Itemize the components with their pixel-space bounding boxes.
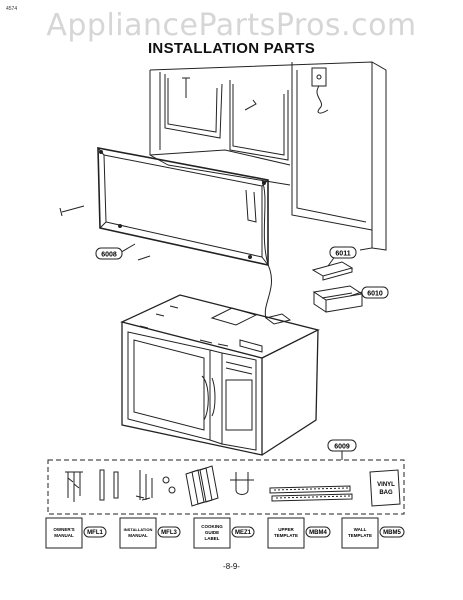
- callout-6010: 6010: [361, 286, 389, 299]
- doc-cooking-guide-line-3: LABEL: [205, 536, 220, 541]
- kit-anchors: [99, 469, 119, 501]
- doc-cooking-guide-line-2: GUIDE: [205, 530, 219, 535]
- callout-6008-label: 6008: [101, 252, 117, 259]
- kit-toggle-bolts: [135, 470, 153, 501]
- kit-washers: [162, 476, 176, 494]
- doc-installation-manual: INSTALLATION MANUAL MFL3: [124, 526, 181, 538]
- kit-clips: [185, 465, 219, 507]
- filter-frame: [312, 285, 364, 313]
- doc-cooking-guide-line-1: COOKING: [201, 524, 223, 529]
- page-title: INSTALLATION PARTS: [147, 40, 316, 57]
- parts-kit-box: [47, 451, 405, 515]
- doc-upper-template: UPPER TEMPLATE MBM4: [274, 526, 331, 538]
- filter-cover: [311, 261, 354, 281]
- kit-cord-clamp: [230, 472, 254, 495]
- doc-upper-template-line-1: UPPER: [278, 527, 294, 532]
- page-number: -8-9-: [223, 562, 240, 571]
- vinyl-bag: [369, 469, 401, 507]
- kit-strips: [269, 485, 353, 502]
- doc-owners-manual-line-2: MANUAL: [54, 533, 74, 538]
- upper-cabinet: [149, 61, 387, 251]
- callout-6008: 6008: [95, 247, 123, 260]
- mounting-screws: [59, 77, 257, 261]
- doc-wall-template-code: MBM5: [383, 530, 401, 536]
- doc-installation-manual-line-2: MANUAL: [128, 533, 148, 538]
- mounting-plate: [97, 147, 269, 266]
- callout-6011: 6011: [329, 246, 357, 259]
- page-code: 4574: [6, 6, 18, 12]
- doc-upper-template-line-2: TEMPLATE: [274, 533, 298, 538]
- doc-installation-manual-code: MFL3: [161, 530, 177, 536]
- doc-installation-manual-line-1: INSTALLATION: [124, 527, 153, 532]
- doc-owners-manual-code: MFL1: [87, 530, 103, 536]
- callout-6010-label: 6010: [367, 291, 383, 298]
- watermark: AppliancePartsPros.com: [46, 8, 417, 43]
- doc-owners-manual-line-1: OWNER'S: [53, 527, 74, 532]
- document-boxes: [45, 517, 379, 549]
- callout-6009: 6009: [327, 439, 357, 452]
- doc-wall-template-line-1: WALL: [354, 527, 367, 532]
- doc-owners-manual: OWNER'S MANUAL MFL1: [53, 526, 107, 538]
- doc-cooking-guide-label: COOKING GUIDE LABEL MEZ1: [201, 524, 255, 541]
- doc-upper-template-code: MBM4: [309, 530, 327, 536]
- vinyl-bag-text: VINYL BAG: [377, 482, 395, 496]
- doc-wall-template: WALL TEMPLATE MBM5: [348, 526, 405, 538]
- doc-cooking-guide-code: MEZ1: [235, 530, 252, 536]
- power-cord: [261, 67, 329, 319]
- vinyl-bag-line-1: VINYL: [377, 482, 395, 488]
- microwave-oven: [120, 294, 320, 456]
- callout-6011-label: 6011: [335, 251, 350, 258]
- kit-screws: [65, 471, 83, 502]
- vinyl-bag-line-2: BAG: [379, 490, 393, 496]
- callout-6009-label: 6009: [334, 444, 350, 451]
- doc-wall-template-line-2: TEMPLATE: [348, 533, 372, 538]
